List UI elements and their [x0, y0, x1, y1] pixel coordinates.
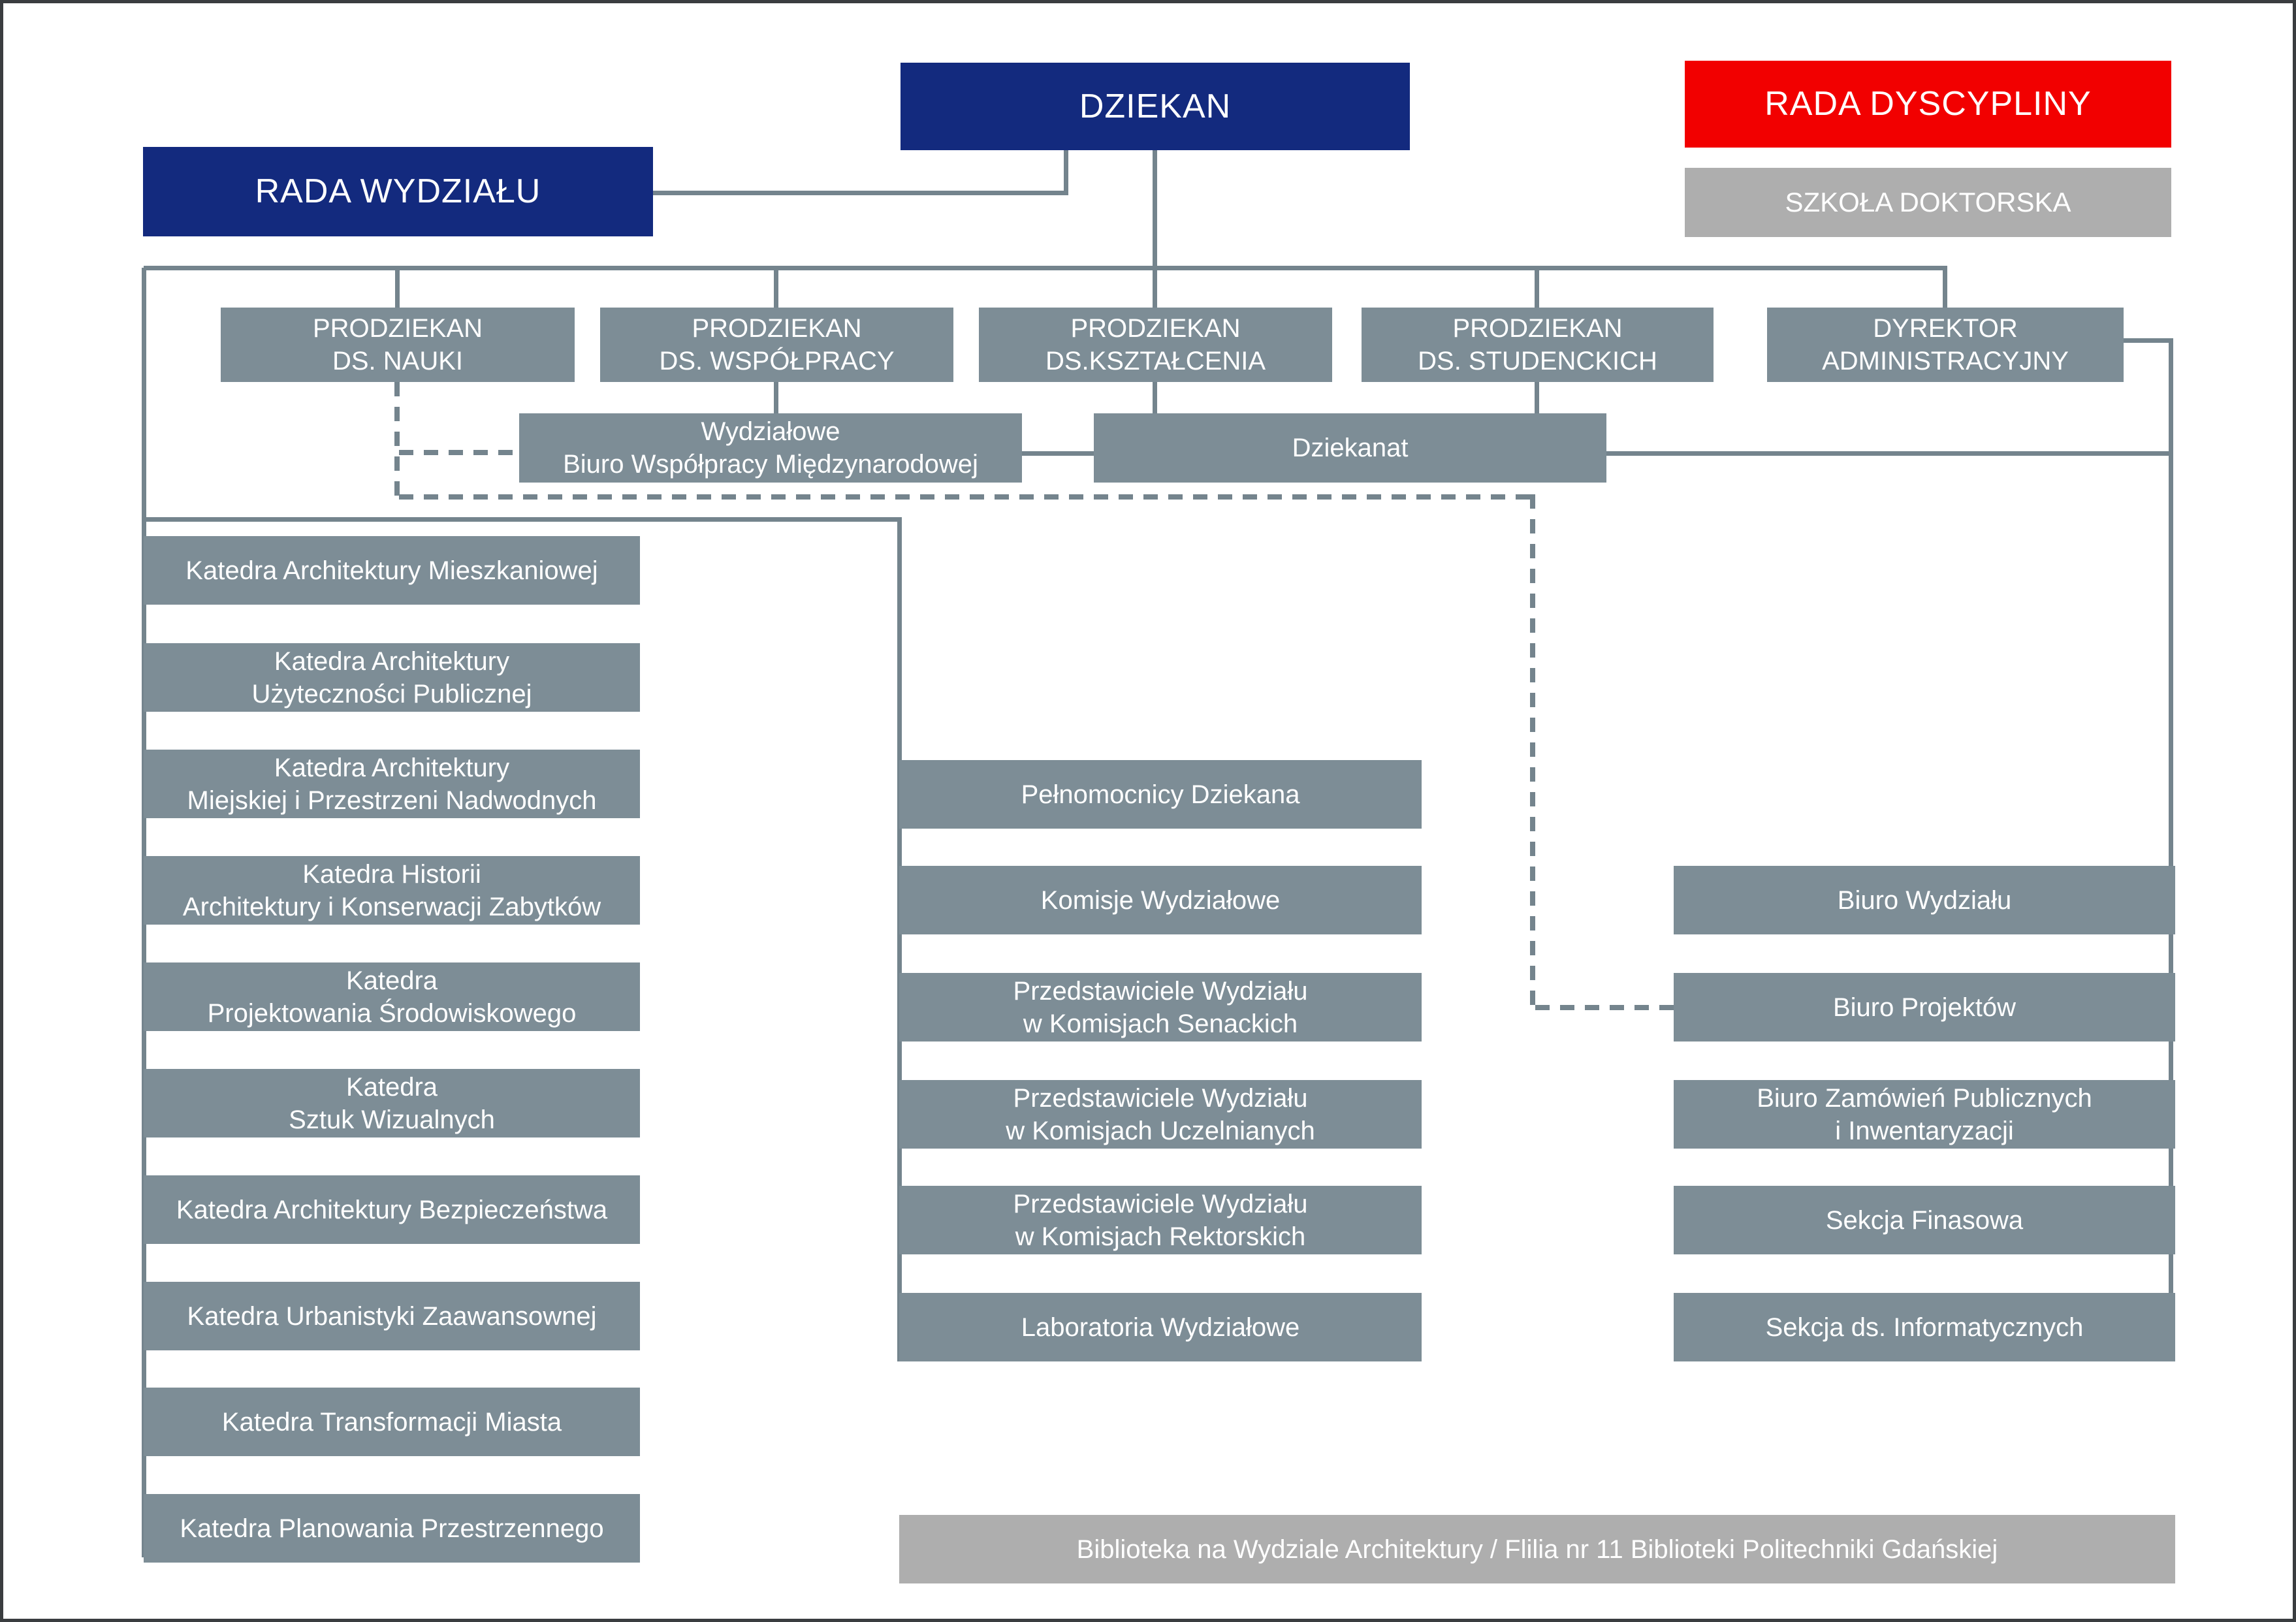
node-sekcja-finansowa: Sekcja Finasowa — [1674, 1186, 2175, 1254]
connector-wydzialowe-dziekanat — [1022, 451, 1094, 456]
connector-main-horizontal — [144, 266, 1947, 270]
node-biuro-projektow: Biuro Projektów — [1674, 973, 2175, 1042]
node-biuro-zamowien: Biuro Zamówień Publicznych i Inwentaryza… — [1674, 1080, 2175, 1149]
node-katedra-sztuk: Katedra Sztuk Wizualnych — [144, 1069, 640, 1137]
connector-middle-vertical — [897, 517, 902, 1361]
node-prodziekan-ds-nauki: PRODZIEKAN DS. NAUKI — [221, 308, 575, 382]
connector-stub-dyrektor — [1943, 268, 1947, 310]
node-komisje-rektorskie: Przedstawiciele Wydziału w Komisjach Rek… — [899, 1186, 1422, 1254]
node-rada-wydzialu: RADA WYDZIAŁU — [143, 147, 653, 236]
connector-dyrektor-elbow — [2124, 338, 2173, 343]
connector-rada-wydzialu-horizontal — [650, 191, 1068, 195]
node-sekcja-informatyczna: Sekcja ds. Informatycznych — [1674, 1293, 2175, 1361]
node-pelnomocnicy: Pełnomocnicy Dziekana — [899, 760, 1422, 829]
connector-dziekan-vertical — [1153, 150, 1157, 310]
connector-bracket-horizontal — [144, 517, 901, 522]
connector-stub-nauki — [395, 268, 400, 310]
node-komisje-senackie: Przedstawiciele Wydziału w Komisjach Sen… — [899, 973, 1422, 1042]
dashed-biuro-projektow — [1535, 1005, 1674, 1010]
node-katedra-uzytecznosci: Katedra Architektury Użyteczności Public… — [144, 643, 640, 712]
node-katedra-projektowania: Katedra Projektowania Środowiskowego — [144, 962, 640, 1031]
node-katedra-transformacji: Katedra Transformacji Miasta — [144, 1388, 640, 1456]
connector-studenckich-dziekanat — [1535, 382, 1539, 413]
node-prodziekan-ds-wspolpracy: PRODZIEKAN DS. WSPÓŁPRACY — [600, 308, 953, 382]
node-komisje-uczelniane: Przedstawiciele Wydziału w Komisjach Ucz… — [899, 1080, 1422, 1149]
node-prodziekan-ds-ksztalcenia: PRODZIEKAN DS.KSZTAŁCENIA — [979, 308, 1332, 382]
dashed-nauki-wydzialowe — [399, 450, 519, 455]
node-katedra-miejskiej: Katedra Architektury Miejskiej i Przestr… — [144, 750, 640, 818]
connector-stub-wspolpracy — [774, 268, 778, 310]
connector-stub-studenckich — [1535, 268, 1539, 310]
node-rada-dyscypliny: RADA DYSCYPLINY — [1685, 61, 2171, 148]
dashed-nauki-vertical — [394, 382, 400, 500]
dashed-right-vertical — [1530, 494, 1535, 1010]
node-katedra-urbanistyki: Katedra Urbanistyki Zaawansownej — [144, 1282, 640, 1350]
connector-ksztalcenia-dziekanat — [1153, 382, 1157, 413]
connector-rada-wydzialu-vertical — [1064, 150, 1068, 195]
node-dyrektor-administracyjny: DYREKTOR ADMINISTRACYJNY — [1767, 308, 2124, 382]
node-dziekan: DZIEKAN — [901, 63, 1410, 150]
node-dziekanat: Dziekanat — [1094, 413, 1606, 483]
node-laboratoria: Laboratoria Wydziałowe — [899, 1293, 1422, 1361]
node-wydzialowe-biuro: Wydziałowe Biuro Współpracy Międzynarodo… — [519, 413, 1022, 483]
node-prodziekan-ds-studenckich: PRODZIEKAN DS. STUDENCKICH — [1362, 308, 1714, 382]
node-biblioteka: Biblioteka na Wydziale Architektury / Fl… — [899, 1515, 2175, 1583]
node-biuro-wydzialu: Biuro Wydziału — [1674, 866, 2175, 934]
node-katedra-bezpieczenstwa: Katedra Architektury Bezpieczeństwa — [144, 1175, 640, 1244]
connector-wspolpracy-wydzialowe — [774, 382, 778, 413]
connector-dziekanat-right — [1606, 451, 2173, 456]
node-katedra-historii: Katedra Historii Architektury i Konserwa… — [144, 856, 640, 925]
connector-right-vertical — [2169, 338, 2173, 1361]
dashed-long-horizontal — [399, 494, 1535, 500]
node-katedra-planowania: Katedra Planowania Przestrzennego — [144, 1494, 640, 1563]
node-katedra-mieszkaniowej: Katedra Architektury Mieszkaniowej — [144, 536, 640, 605]
node-szkola-doktorska: SZKOŁA DOKTORSKA — [1685, 168, 2171, 237]
node-komisje-wydzialowe: Komisje Wydziałowe — [899, 866, 1422, 934]
